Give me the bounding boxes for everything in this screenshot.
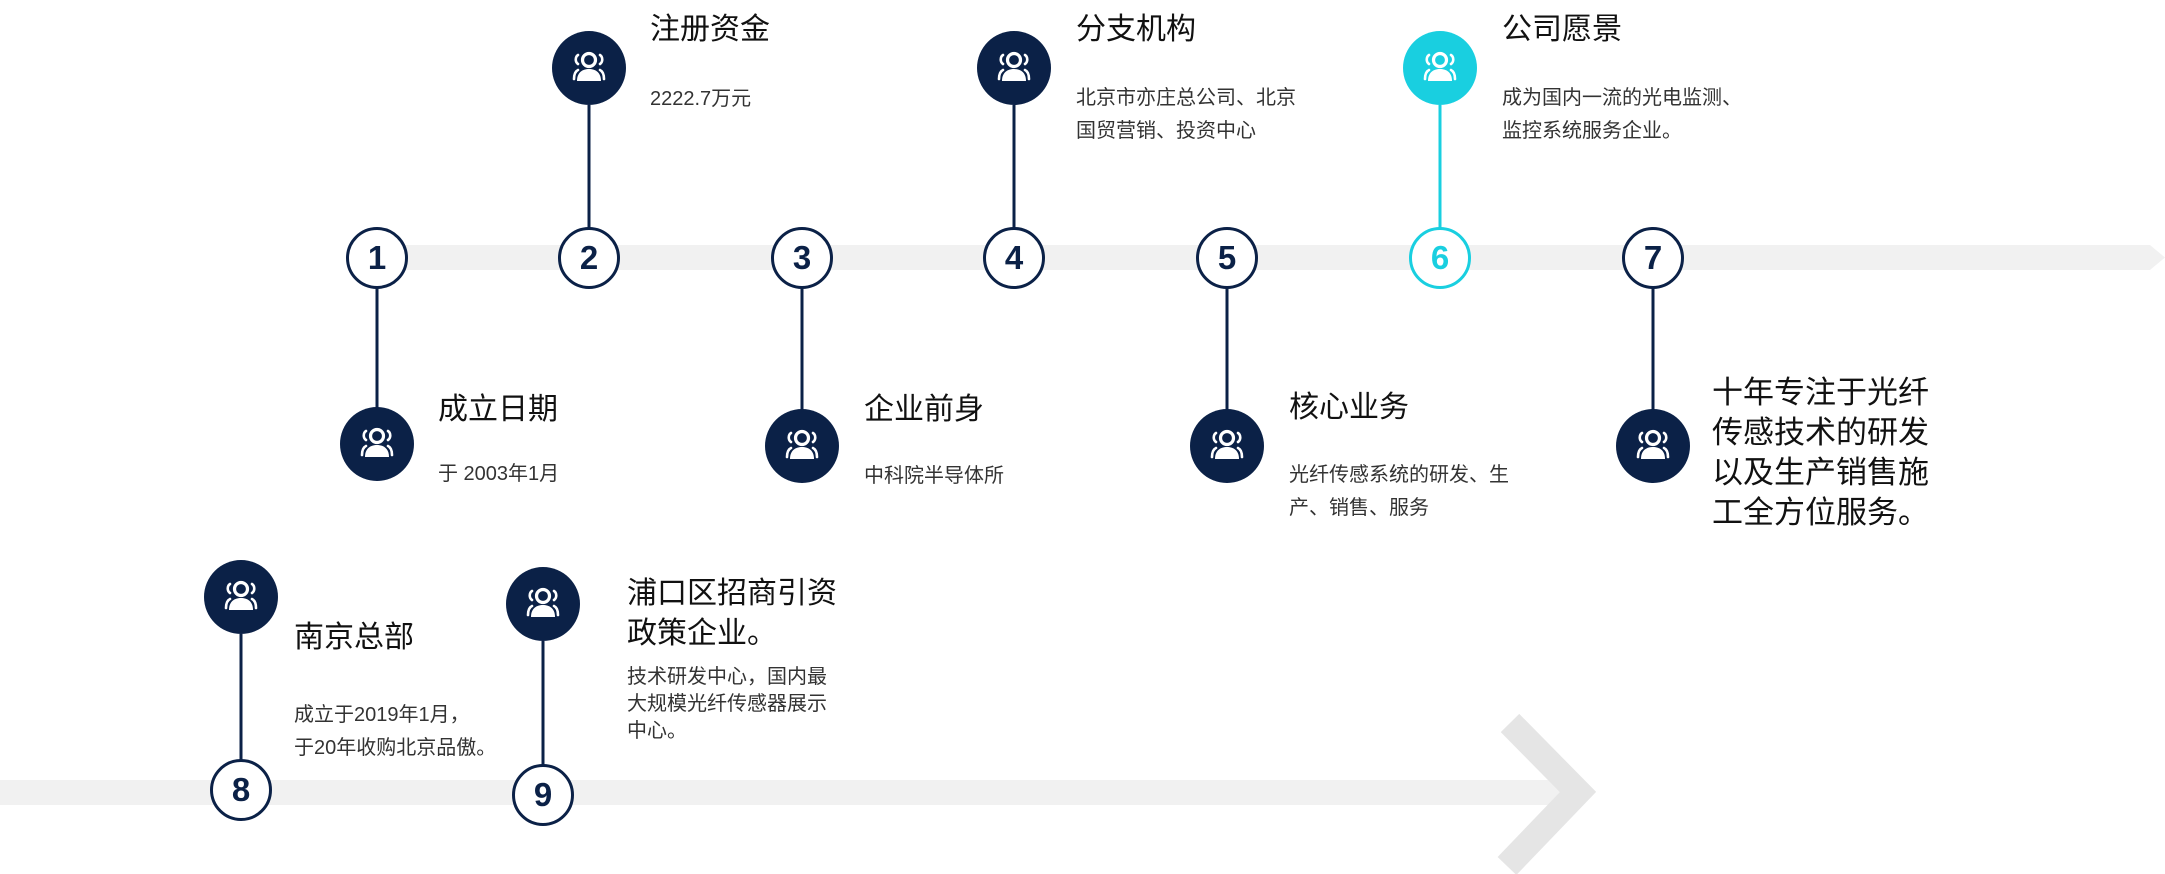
step-number-1[interactable]: 1 [346,227,408,289]
step-5-desc-line: 产、销售、服务 [1289,497,1429,519]
step-8-desc: 成立于2019年1月， 于20年收购北京品傲。 [294,699,496,765]
step-5-title: 核心业务 [1289,390,1409,425]
step-9-desc-line: 大规模光纤传感器展示 [627,693,827,715]
connector-6 [1438,105,1442,228]
step-number-5[interactable]: 5 [1196,227,1258,289]
step-2-title: 注册资金 [650,12,770,47]
connector-3 [800,288,804,410]
users-icon [572,51,606,81]
step-icon-5 [1190,409,1264,483]
step-9-desc: 技术研发中心，国内最 大规模光纤传感器展示 中心。 [627,664,827,745]
step-icon-6 [1403,31,1477,105]
step-number-9[interactable]: 9 [512,764,574,826]
connector-4 [1012,105,1016,228]
step-number-7[interactable]: 7 [1622,227,1684,289]
step-icon-1 [340,407,414,481]
users-icon [1636,429,1670,459]
step-3-title: 企业前身 [864,392,984,427]
step-8-title: 南京总部 [294,620,414,655]
step-7-title-line: 工全方位服务。 [1712,495,1929,531]
step-9-desc-line: 中心。 [627,720,687,742]
step-4-title: 分支机构 [1076,12,1196,47]
step-9-title-line: 浦口区招商引资 [627,576,837,611]
connector-9 [541,641,545,765]
step-icon-4 [977,31,1051,105]
step-1-title: 成立日期 [438,392,558,427]
step-3-desc: 中科院半导体所 [864,465,1004,487]
step-5-desc-line: 光纤传感系统的研发、生 [1289,464,1509,486]
users-icon [997,51,1031,81]
users-icon [360,427,394,457]
step-8-desc-line: 于20年收购北京品傲。 [294,737,497,759]
step-number-8[interactable]: 8 [210,759,272,821]
step-5-desc: 光纤传感系统的研发、生 产、销售、服务 [1289,459,1509,525]
step-icon-9 [506,567,580,641]
step-icon-2 [552,31,626,105]
step-9-desc-line: 技术研发中心，国内最 [627,666,827,688]
connector-1 [375,288,379,408]
bottom-arrow-chevron [1497,713,1597,874]
users-icon [224,580,258,610]
step-6-desc-line: 成为国内一流的光电监测、 [1502,87,1742,109]
users-icon [1210,429,1244,459]
step-2-desc: 2222.7万元 [650,88,752,110]
step-icon-3 [765,409,839,483]
step-7-title-line: 以及生产销售施 [1712,455,1929,491]
users-icon [785,429,819,459]
step-number-6[interactable]: 6 [1409,227,1471,289]
step-number-2[interactable]: 2 [558,227,620,289]
step-8-desc-line: 成立于2019年1月， [294,704,470,726]
step-4-desc: 北京市亦庄总公司、北京 国贸营销、投资中心 [1076,82,1296,148]
connector-2 [587,105,591,228]
users-icon [526,587,560,617]
connector-8 [239,634,243,760]
top-arrow-head [2137,245,2165,270]
step-1-desc: 于 2003年1月 [438,463,560,485]
step-7-title-line: 十年专注于光纤 [1712,375,1929,411]
step-icon-8 [204,560,278,634]
step-6-desc-line: 监控系统服务企业。 [1502,120,1682,142]
step-icon-7 [1616,409,1690,483]
step-6-desc: 成为国内一流的光电监测、 监控系统服务企业。 [1502,82,1742,148]
step-4-desc-line: 北京市亦庄总公司、北京 [1076,87,1296,109]
step-6-title: 公司愿景 [1502,12,1622,47]
step-9-title-line: 政策企业。 [627,616,777,651]
step-9-title: 浦口区招商引资 政策企业。 [627,574,837,654]
step-4-desc-line: 国贸营销、投资中心 [1076,120,1256,142]
step-7-title: 十年专注于光纤 传感技术的研发 以及生产销售施 工全方位服务。 [1712,373,1929,533]
users-icon [1423,51,1457,81]
step-number-4[interactable]: 4 [983,227,1045,289]
connector-5 [1225,288,1229,410]
step-7-title-line: 传感技术的研发 [1712,415,1929,451]
step-number-3[interactable]: 3 [771,227,833,289]
connector-7 [1651,288,1655,410]
